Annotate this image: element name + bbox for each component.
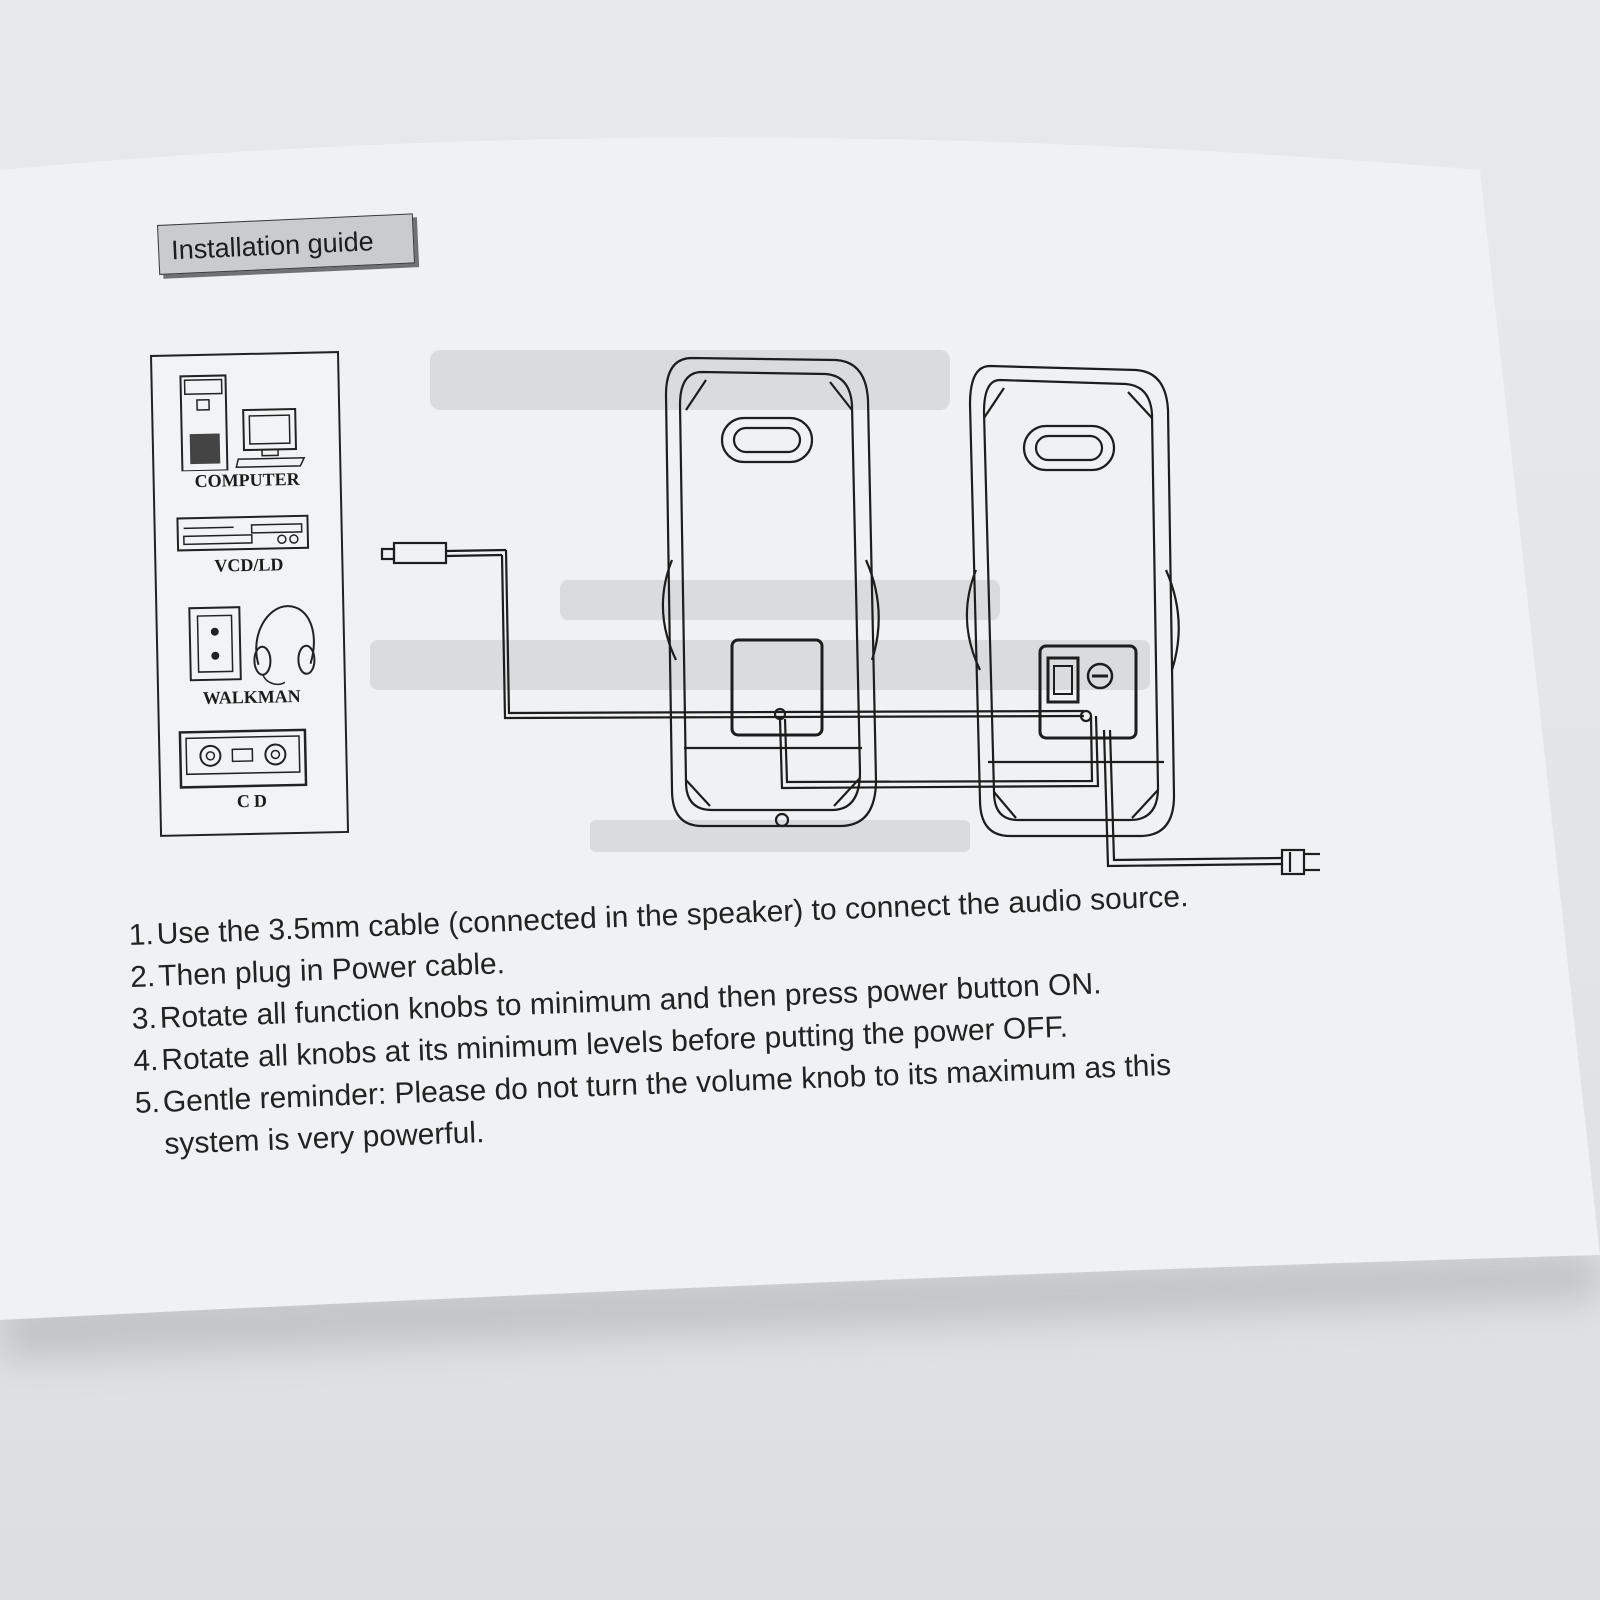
audio-sources-panel: COMPUTER VCD/LD — [150, 351, 350, 837]
vcd-player-icon — [176, 514, 310, 552]
source-vcd: VCD/LD — [155, 503, 342, 582]
cd-player-icon — [178, 728, 308, 789]
walkman-icon — [188, 605, 316, 686]
source-label-walkman: WALKMAN — [202, 685, 301, 708]
computer-icon — [179, 374, 306, 472]
source-label-computer: COMPUTER — [194, 468, 300, 492]
source-label-vcd: VCD/LD — [214, 554, 284, 576]
source-cd: CD — [160, 723, 347, 827]
section-title: Installation guide — [170, 226, 375, 266]
source-walkman: WALKMAN — [157, 593, 344, 717]
instructions-list: 1.Use the 3.5mm cable (connected in the … — [128, 874, 1256, 1167]
instruction-text: Then plug in Power cable. — [157, 947, 506, 993]
source-label-cd: CD — [236, 790, 272, 812]
source-computer: COMPUTER — [152, 353, 340, 497]
